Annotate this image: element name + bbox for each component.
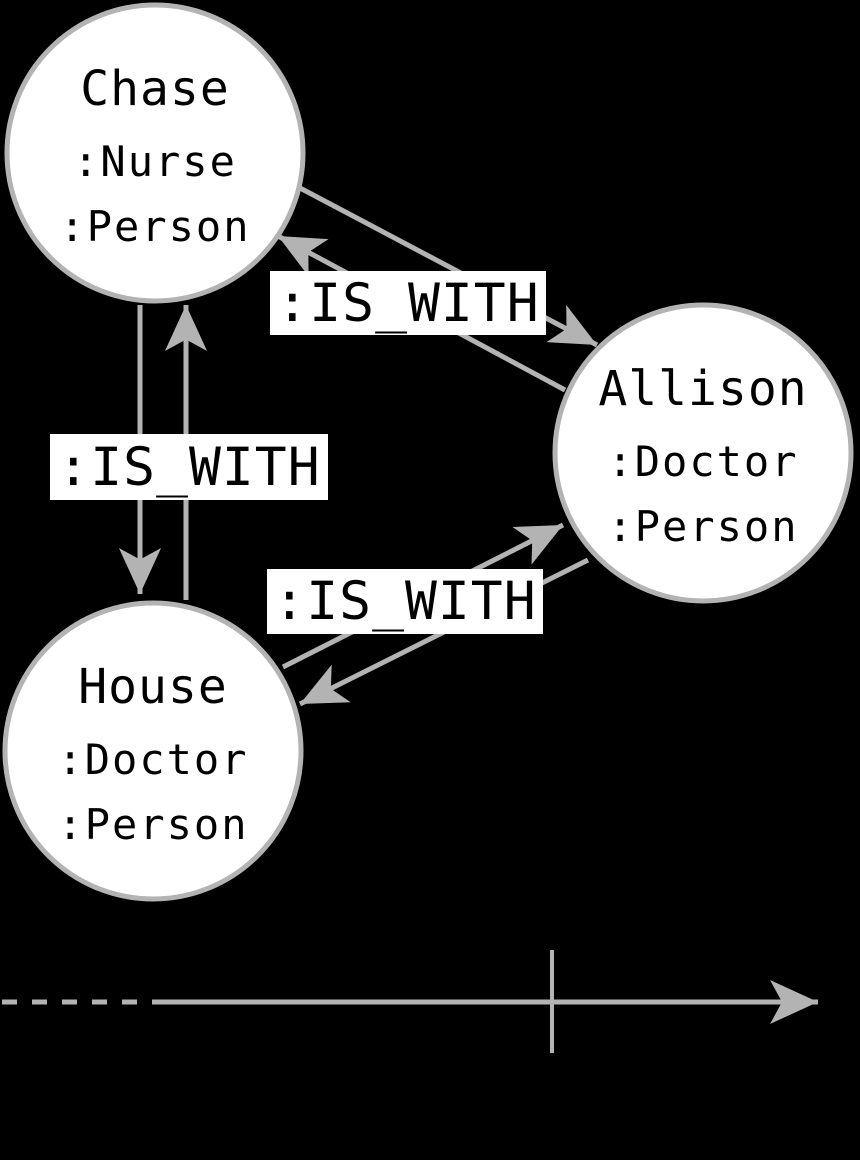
node-label-0-allison: :Doctor xyxy=(607,437,799,486)
node-name-allison: Allison xyxy=(598,361,808,417)
relationship-label: :IS_WITH xyxy=(50,434,328,500)
node-label-0-house: :Doctor xyxy=(57,735,249,784)
relationship-label-text: :IS_WITH xyxy=(273,571,537,632)
node-name-chase: Chase xyxy=(80,61,230,117)
nodes-layer xyxy=(2,2,854,902)
relationship-label: :IS_WITH xyxy=(267,569,543,634)
node-circle-chase xyxy=(4,2,306,304)
node-label-1-allison: :Person xyxy=(607,502,799,551)
relationship-label-text: :IS_WITH xyxy=(57,436,321,498)
timeline-axis xyxy=(2,950,818,1053)
edge-chase-to-allison xyxy=(298,185,599,348)
node-label-1-house: :Person xyxy=(57,800,249,849)
relationship-label: :IS_WITH xyxy=(270,271,546,335)
node-circle-allison xyxy=(552,302,854,604)
node-label-1-chase: :Person xyxy=(59,202,251,251)
node-name-house: House xyxy=(78,659,228,715)
node-label-0-chase: :Nurse xyxy=(73,137,237,186)
node-circle-house xyxy=(2,600,304,902)
relationship-label-text: :IS_WITH xyxy=(276,272,540,334)
